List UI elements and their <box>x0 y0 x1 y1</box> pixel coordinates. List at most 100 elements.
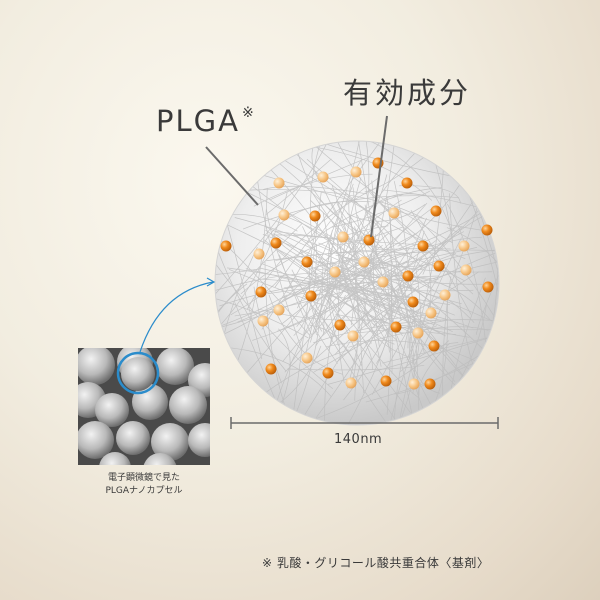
active-ingredient-particle <box>425 307 437 319</box>
sphere-fiber <box>215 141 370 249</box>
active-ingredient-particle <box>363 234 375 246</box>
sphere-fiber <box>303 295 433 425</box>
sphere-fiber <box>314 146 433 201</box>
scale-bar <box>230 417 499 429</box>
active-ingredient-particle <box>317 171 329 183</box>
sphere-fiber <box>354 158 499 325</box>
active-ingredient-particle <box>278 209 290 221</box>
sphere-fiber <box>316 260 398 306</box>
active-ingredient-particle <box>253 248 265 260</box>
sphere-fiber <box>410 337 440 394</box>
active-ingredient-particle <box>301 352 313 364</box>
sphere-fiber <box>293 243 317 336</box>
sphere-fiber <box>348 326 489 348</box>
electron-micrograph <box>78 348 210 465</box>
sphere-fiber <box>296 147 380 242</box>
sphere-fiber <box>417 218 499 383</box>
sphere-fiber <box>333 226 403 245</box>
active-ingredient-particle <box>255 286 267 298</box>
sphere-fiber <box>315 202 428 347</box>
sphere-fiber <box>371 263 447 395</box>
plga-leader-line <box>205 146 259 206</box>
sphere-fiber <box>276 262 324 425</box>
active-ingredient-particle <box>377 276 389 288</box>
curved-arrow <box>139 277 216 353</box>
active-ingredient-particle <box>407 296 419 308</box>
sphere-fiber <box>357 214 432 289</box>
sphere-fiber <box>258 278 455 316</box>
active-ingredient-particle <box>265 363 277 375</box>
active-ingredient-particle <box>390 321 402 333</box>
highlight-circle <box>116 351 160 395</box>
active-ingredient-particle <box>334 319 346 331</box>
active-ingredient-particle <box>428 340 440 352</box>
sphere-fiber <box>265 158 332 216</box>
sphere-fiber <box>276 239 437 332</box>
sphere-fiber <box>309 324 356 366</box>
active-ingredient-particle <box>345 377 357 389</box>
sphere-fiber <box>234 302 307 425</box>
sphere-fiber <box>350 215 364 393</box>
sphere-fiber <box>322 212 340 303</box>
sphere-fiber <box>265 229 446 337</box>
active-ingredient-particle <box>458 240 470 252</box>
sphere-fiber <box>370 141 405 275</box>
sphere-fiber <box>215 349 349 425</box>
active-ingredient-particle <box>301 256 313 268</box>
sphere-fiber <box>397 269 421 425</box>
active-ingredient-particles <box>220 157 494 390</box>
sphere-fiber <box>226 222 263 360</box>
sphere-fiber <box>215 294 288 343</box>
sphere-fiber <box>325 340 482 364</box>
sphere-fiber <box>338 141 453 232</box>
sphere-fiber <box>283 247 478 289</box>
sphere-fiber <box>308 276 436 326</box>
sphere-fiber <box>328 141 436 250</box>
sphere-fiber <box>324 294 373 370</box>
active-ingredient-particle <box>220 240 232 252</box>
sphere-fiber <box>368 216 409 349</box>
plga-note-mark: ※ <box>241 105 254 121</box>
sphere-fiber <box>313 319 499 344</box>
sphere-fiber <box>365 193 430 214</box>
active-ingredient-particle <box>481 224 493 236</box>
sphere-fiber <box>275 248 451 261</box>
sphere-fiber <box>327 323 499 385</box>
active-ingredient-particle <box>433 260 445 272</box>
sphere-fiber <box>287 364 425 371</box>
sphere-fiber <box>296 141 366 309</box>
sphere-fiber <box>215 283 248 349</box>
sphere-fiber <box>363 339 419 398</box>
active-ingredient-particle <box>358 256 370 268</box>
active-ingredient-particle <box>482 281 494 293</box>
sphere-fiber <box>408 320 442 425</box>
sphere-fiber <box>337 272 395 305</box>
active-ingredient-particle <box>305 290 317 302</box>
sphere-fiber <box>336 200 387 267</box>
sphere-fiber <box>296 238 427 327</box>
sphere-fiber <box>313 234 360 335</box>
sphere-fiber <box>277 328 291 413</box>
active-ingredient-particle <box>273 304 285 316</box>
sphere-fiber <box>364 141 468 193</box>
sphere-fiber <box>215 268 260 276</box>
sphere-fiber <box>317 286 399 328</box>
active-ingredient-particle <box>329 266 341 278</box>
sphere-fiber <box>269 156 371 201</box>
sphere-fiber <box>346 203 426 222</box>
sphere-fiber <box>234 217 366 268</box>
sphere-fiber <box>370 285 419 345</box>
footnote: ※ 乳酸・グリコール酸共重合体〈基剤〉 <box>262 556 490 570</box>
sphere-fiber <box>260 267 451 306</box>
active-ingredient-particle <box>337 231 349 243</box>
micrograph-caption-line2: PLGAナノカプセル <box>105 486 183 496</box>
active-ingredient-particle <box>380 375 392 387</box>
active-ingredient-particle <box>417 240 429 252</box>
sphere-fiber <box>301 178 378 266</box>
plga-label: PLGA※ <box>156 104 254 138</box>
sphere-fiber <box>324 294 346 425</box>
sphere-fiber <box>291 232 392 351</box>
active-ingredient-label: 有効成分 <box>343 76 472 110</box>
sphere-fiber <box>215 213 298 232</box>
